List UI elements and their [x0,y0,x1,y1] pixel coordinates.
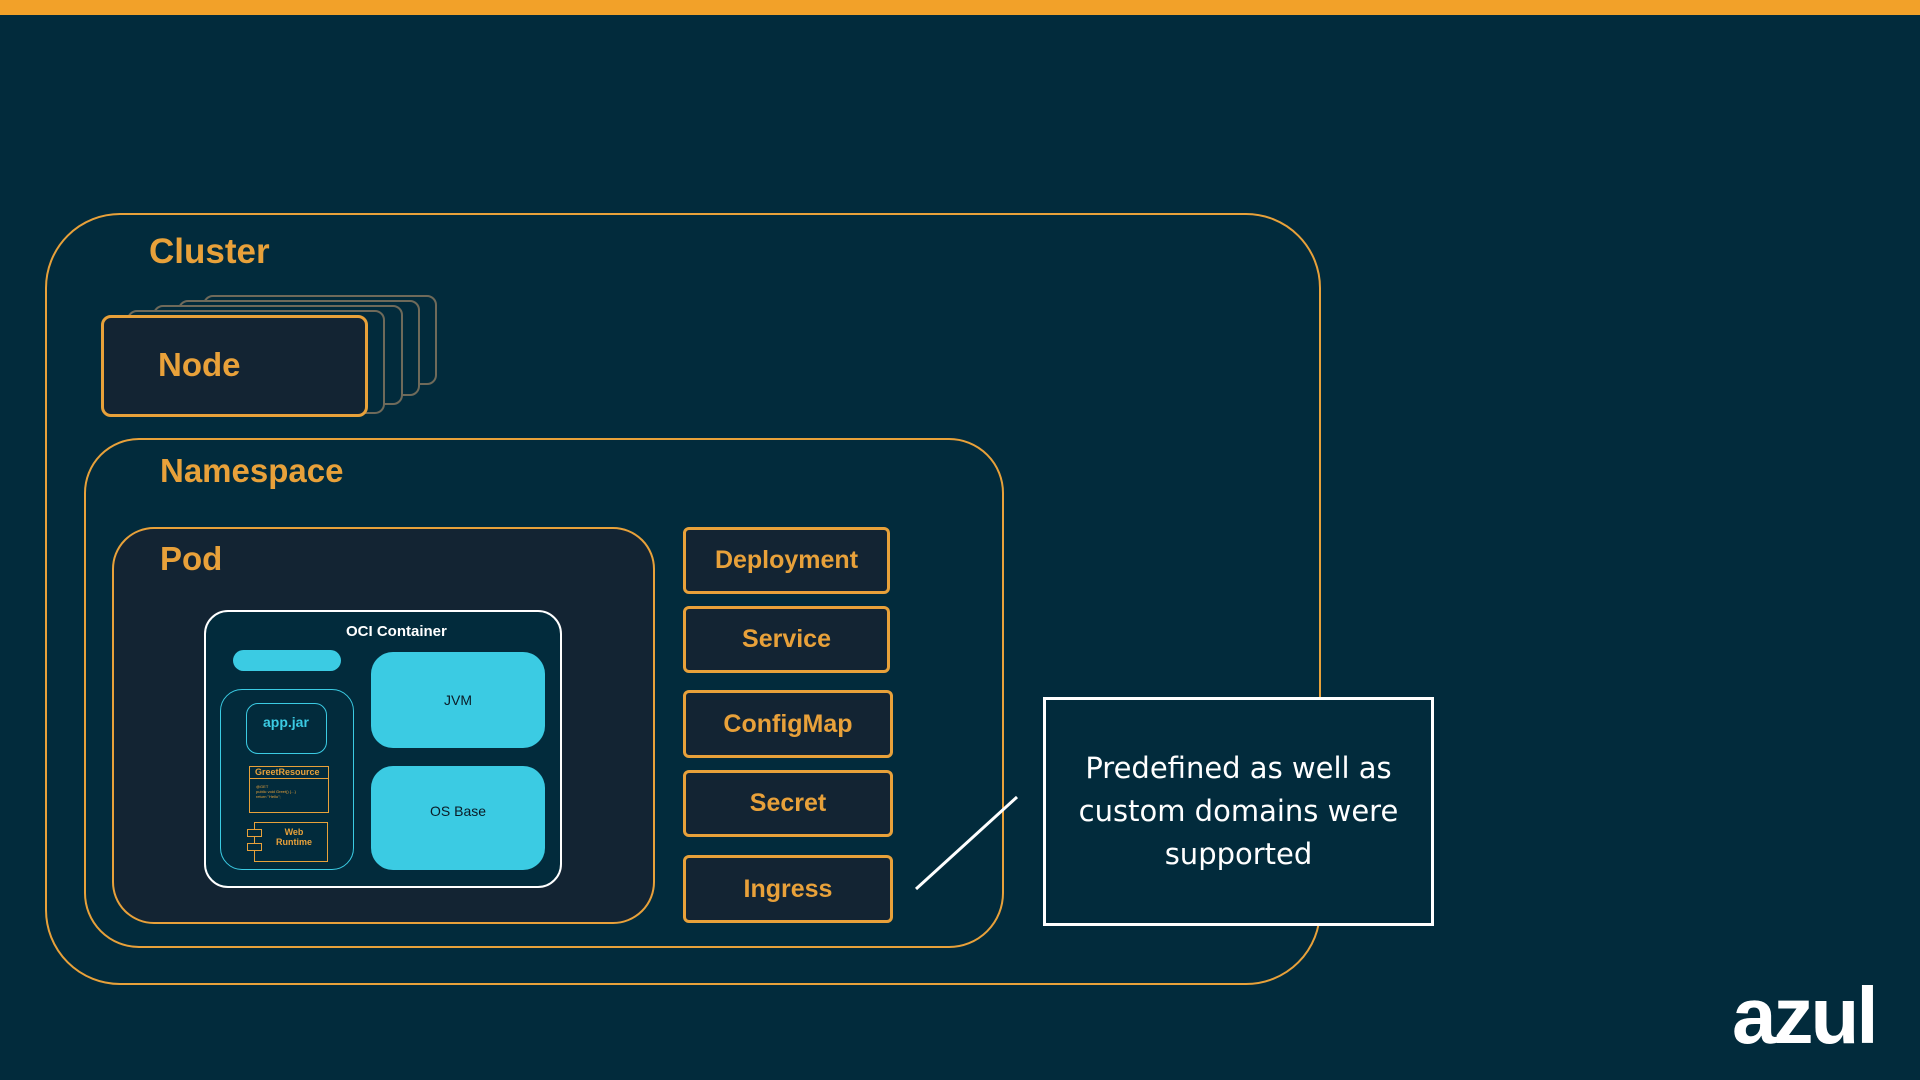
resource-deployment: Deployment [683,527,890,594]
os-base-block [371,766,545,870]
greet-code-line-3: return "Hello"; [256,794,281,799]
azul-logo: azul [1732,971,1879,1060]
callout-box: Predefined as well as custom domains wer… [1043,697,1434,926]
resource-configmap: ConfigMap [683,690,893,758]
node-label: Node [158,346,241,383]
resource-ingress: Ingress [683,855,893,923]
cluster-boundary [45,213,1321,985]
greet-code-line-2: public void Greet() {...} [256,789,296,794]
resource-service: Service [683,606,890,673]
app-group-box [220,689,354,870]
top-accent-bar [0,0,1920,15]
cluster-label: Cluster [149,232,270,271]
os-base-label: OS Base [429,803,487,819]
oci-container-label: OCI Container [346,623,447,640]
greet-code-line-1: @GET [256,784,269,789]
web-runtime-component-box [254,822,328,862]
jvm-block [371,652,545,748]
pod-label: Pod [160,540,223,577]
node-box [101,315,368,417]
app-jar-box [246,703,327,754]
callout-text: Predefined as well as custom domains wer… [1078,751,1399,871]
resource-secret: Secret [683,770,893,837]
web-runtime-label: Web Runtime [272,827,316,847]
jvm-label: JVM [444,692,472,708]
container-header-pill [233,650,341,671]
namespace-label: Namespace [160,452,344,489]
web-runtime-component-tab-1 [247,829,262,837]
app-jar-label: app.jar [263,714,309,730]
greet-resource-code: @GET public void Greet() {...} return "H… [256,784,296,799]
greet-resource-class-box [249,766,329,813]
greet-resource-title: GreetResource [255,767,320,777]
greet-resource-divider [249,778,329,779]
callout-connector-line [914,795,1019,891]
web-runtime-label-line-1: Web [284,827,304,837]
web-runtime-component-tab-2 [247,843,262,851]
web-runtime-label-line-2: Runtime [276,837,312,847]
